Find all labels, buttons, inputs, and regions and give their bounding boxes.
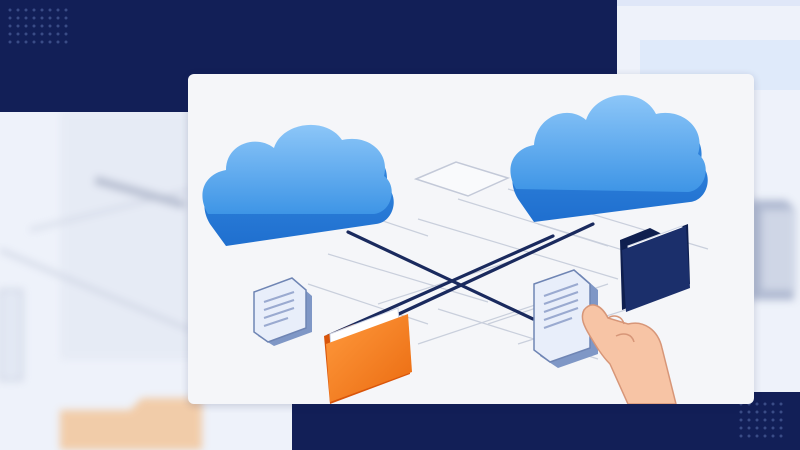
- dot-grid-icon: [739, 402, 783, 438]
- dot-grid-icon: [8, 8, 68, 44]
- document-icon: [253, 277, 312, 346]
- cloud-icon: [202, 124, 394, 246]
- cloud-icon: [510, 95, 708, 222]
- folder-icon: [620, 224, 690, 312]
- connection-lines: [326, 222, 595, 338]
- network-illustration: [202, 95, 709, 404]
- illustration-card: [188, 74, 754, 404]
- banner-edge: [617, 0, 800, 6]
- tile-shape: [413, 161, 511, 197]
- folder-icon: [324, 307, 412, 404]
- document-icon: [533, 269, 598, 368]
- hand-icon: [581, 304, 677, 404]
